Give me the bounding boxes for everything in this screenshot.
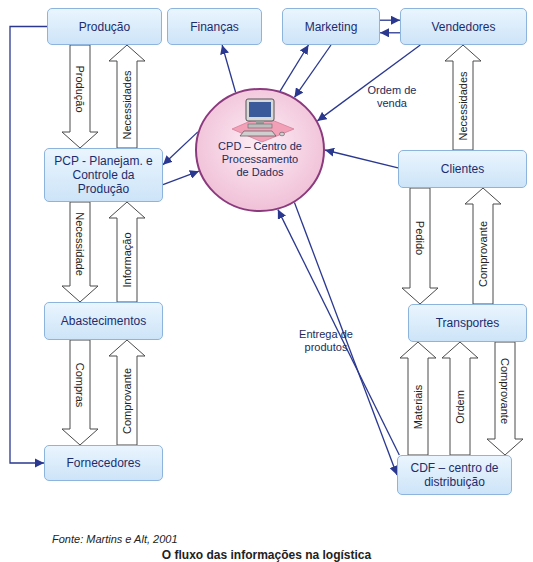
flow-label: Comprovante: [477, 221, 489, 287]
flow-arrow: [109, 45, 145, 148]
process-box: PCP - Planejam. e Controle da Produção: [44, 148, 163, 202]
connector-line: [380, 32, 400, 33]
source-note: Fonte: Martins e Alt, 2001: [52, 533, 178, 545]
connector-line: [380, 20, 400, 21]
edge-label: Entrega de produtos: [290, 328, 362, 354]
flow-label: Necessidades: [121, 70, 133, 139]
flow-arrow: [62, 202, 98, 302]
flow-label: Necessidades: [457, 71, 469, 140]
flow-arrow: [109, 202, 145, 302]
flow-label: Compras: [74, 362, 86, 407]
monitor-screen: [249, 102, 271, 117]
connector-line: [163, 132, 198, 165]
flow-arrow: [62, 45, 98, 148]
pink-mat: [232, 116, 294, 142]
process-box: Finanças: [167, 8, 262, 45]
computer-base: [248, 124, 272, 128]
flow-label: Ordem: [454, 390, 466, 424]
process-box: Transportes: [408, 304, 527, 342]
flow-arrow: [487, 342, 523, 455]
process-ellipse: CPD – Centro de Processamento de Dados: [195, 88, 325, 212]
flow-label: Comprovante: [121, 367, 133, 433]
flow-arrow: [465, 188, 501, 304]
connector-line: [10, 27, 47, 464]
connector-line: [278, 210, 399, 455]
flow-arrow: [445, 45, 481, 150]
process-box: Clientes: [398, 150, 527, 188]
flow-arrow: [400, 342, 436, 455]
connector-line: [294, 203, 397, 475]
connector-line: [325, 150, 398, 168]
edge-label: Ordem de venda: [360, 84, 424, 110]
figure-caption: O fluxo das informações na logística: [0, 548, 533, 562]
node-label: Abastecimentos: [61, 314, 146, 328]
ellipse-shape: [196, 89, 324, 211]
monitor-stand: [256, 121, 264, 125]
connector-line: [222, 45, 236, 93]
flow-arrow: [402, 188, 438, 304]
computer-icon: [232, 99, 294, 142]
flow-label: Comprovante: [499, 357, 511, 423]
process-box: Marketing: [282, 8, 380, 45]
process-box: Produção: [47, 8, 162, 45]
node-label: Clientes: [441, 162, 484, 176]
connector-line: [317, 45, 420, 121]
flow-label: Informação: [121, 232, 133, 287]
flow-label: Produção: [74, 65, 86, 112]
flow-label: Necessidade: [74, 212, 86, 276]
connector-line: [163, 171, 199, 185]
node-label: Finanças: [190, 20, 239, 34]
flow-label: Pedido: [414, 221, 426, 255]
process-box: Fornecedores: [44, 445, 163, 481]
process-box: CDF – centro de distribuição: [397, 455, 512, 495]
process-box: Vendedores: [400, 8, 527, 45]
node-label: Transportes: [436, 316, 500, 330]
node-label: Produção: [79, 20, 130, 34]
node-label: CDF – centro de distribuição: [404, 461, 505, 489]
keyboard: [240, 131, 276, 136]
flow-arrow: [442, 342, 478, 455]
node-label: Vendedores: [431, 20, 495, 34]
connector-line: [294, 45, 331, 97]
flow-arrow: [62, 340, 98, 445]
flow-arrow: [109, 340, 145, 445]
process-box: Abastecimentos: [44, 302, 163, 340]
node-label: CPD – Centro de Processamento de Dados: [217, 140, 303, 179]
monitor-frame: [246, 99, 274, 121]
node-label: Fornecedores: [66, 456, 140, 470]
node-label: Marketing: [305, 20, 358, 34]
mouse: [280, 132, 285, 136]
flow-label: Materiais: [412, 384, 424, 429]
node-label: PCP - Planejam. e Controle da Produção: [51, 154, 156, 196]
